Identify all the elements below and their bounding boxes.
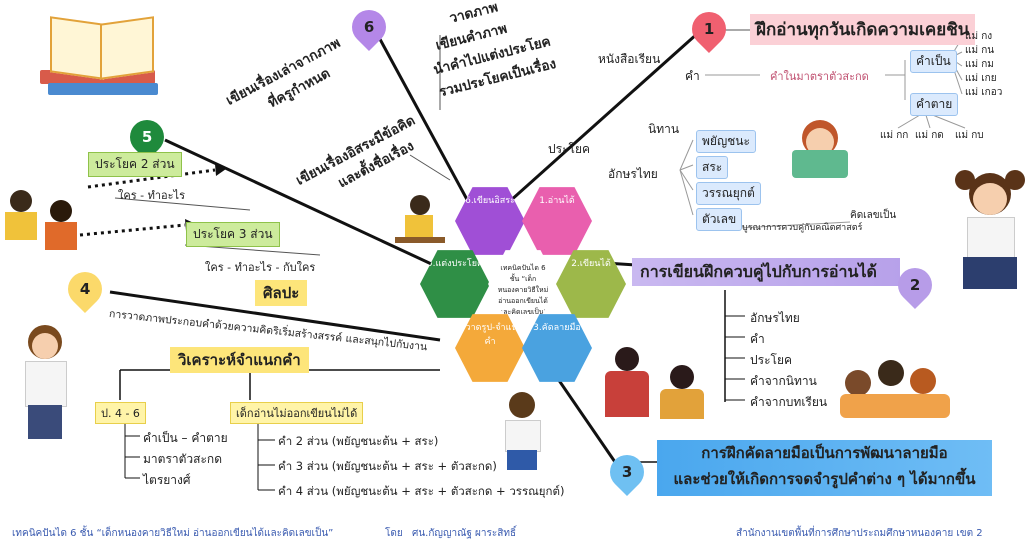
hex-2-writing: 2.เขียนได้ [556,250,626,318]
sentence-3-parts-box: ประโยค 3 ส่วน [186,222,280,247]
branch-3-text-box: การฝึกคัดลายมือเป็นการพัฒนาลายมือ และช่ว… [657,440,992,496]
footer-title: เทคนิคปันได 6 ชั้น “เด็กหนองคายวิธีใหม่ … [12,528,334,539]
footer-author: ศน.กัญญาณัฐ ผาระสิทธิ์ [412,528,517,539]
vowel-box: สระ [696,156,729,179]
art-title: ศิลปะ [255,280,308,306]
live-syllable-box: คำเป็น [910,50,957,73]
writing-item-letters: อักษรไทย [750,311,800,325]
live-final-item: แม่ กน [965,45,995,56]
writing-item-lesson-words: คำจากบทเรียน [750,395,828,409]
dead-final-kop: แม่ กบ [955,130,984,141]
item-word: คำ [685,69,700,83]
tone-mark-box: วรรณยุกต์ [696,182,761,205]
boy-cheering-illustration [495,392,550,472]
grade-item-final: มาตราตัวสะกด [143,452,222,466]
writing-item-tale-words: คำจากนิทาน [750,374,817,388]
writing-item-sentence: ประโยค [750,353,793,367]
live-final-item: แม่ กง [965,31,993,42]
live-final-item: แม่ เกอว [965,87,1003,98]
sentence-3-pattern: ใคร - ทำอะไร - กับใคร [205,261,316,274]
item-thai-letters: อักษรไทย [608,167,658,181]
classify-title: วิเคราะห์จำแนกคำ [170,347,309,373]
writing-kid-illustration [395,195,445,250]
dead-final-kot: แม่ กด [915,130,944,141]
item-tale: นิทาน [648,122,680,136]
boy-illustration [20,325,70,465]
girl-student-illustration [955,165,1025,305]
footer-office: สำนักงานเขตพื้นที่การศึกษาประถมศึกษาหนอง… [736,528,983,539]
grade-4-6-box: ป. 4 - 6 [95,402,146,424]
item-sentence: ประโยค [548,142,591,156]
item-textbook: หนังสือเรียน [598,52,661,66]
dead-syllable-box: คำตาย [910,93,959,116]
handwriting-line-1: การฝึกคัดลายมือเป็นการพัฒนาลายมือ [701,444,948,462]
live-final-list: แม่ กง แม่ กน แม่ กม แม่ เกย แม่ เกอว [965,30,1002,100]
teachers-illustration [600,345,710,420]
weak-item-2-parts: คำ 2 ส่วน (พยัญชนะต้น + สระ) [278,434,439,448]
math-integration-note: บูรณาการควบคู่กับคณิตศาสตร์ [742,223,863,233]
branch-1-title: ฝึกอ่านทุกวันเกิดความเคยชิน [750,14,976,45]
handwriting-line-2: และช่วยให้เกิดการจดจำรูปคำต่าง ๆ ได้มากข… [673,470,976,488]
live-final-item: แม่ เกย [965,73,997,84]
numeracy-label: คิดเลขเป็น [850,210,897,221]
live-final-item: แม่ กม [965,59,994,70]
hex-1-reading: 1.อ่านได้ [522,187,592,255]
weak-item-3-parts: คำ 3 ส่วน (พยัญชนะต้น + สระ + ตัวสะกด) [278,459,497,473]
grade-item-trai-yang: ไตรยางศ์ [143,473,191,487]
books-illustration [40,15,160,100]
sentence-2-parts-box: ประโยค 2 ส่วน [88,152,182,177]
reading-girl-illustration [790,120,850,180]
weak-reader-box: เด็กอ่านไม่ออกเขียนไม่ได้ [230,402,364,424]
grade-item-live-dead: คำเป็น – คำตาย [143,431,228,445]
footer-by: โดย [385,528,403,539]
numeral-box: ตัวเลข [696,208,743,231]
kids-group-illustration [840,360,960,420]
hex-3-handwriting: 3.คัดลายมือ [522,314,592,382]
dead-final-kok: แม่ กก [880,130,909,141]
students-illustration [5,190,85,260]
weak-item-4-parts: คำ 4 ส่วน (พยัญชนะต้น + สระ + ตัวสะกด + … [278,484,565,498]
spelling-section-label: คำในมาตราตัวสะกด [770,70,869,83]
sentence-2-pattern: ใคร - ทำอะไร [118,189,185,202]
writing-item-word: คำ [750,332,765,346]
branch-2-title: การเขียนฝึกควบคู่ไปกับการอ่านได้ [632,258,900,286]
consonant-box: พยัญชนะ [696,130,756,153]
